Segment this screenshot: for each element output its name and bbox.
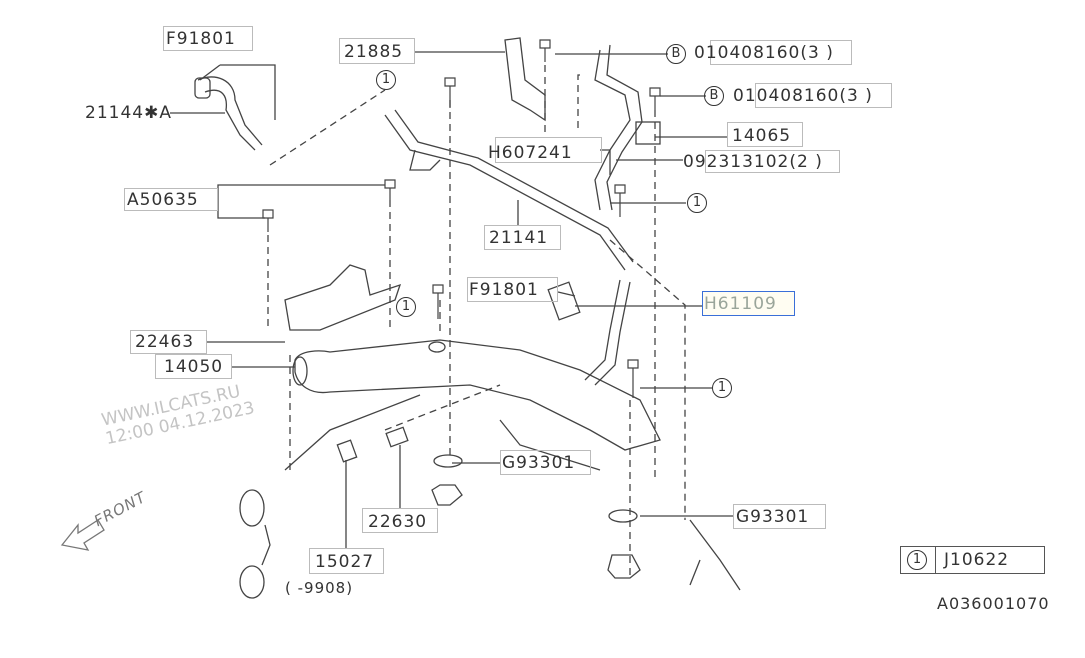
label-box <box>362 508 438 533</box>
callout-1-icon: 1 <box>687 193 707 213</box>
part-15027[interactable]: 15027 <box>315 552 375 572</box>
label-box <box>130 330 207 354</box>
label-box <box>710 40 852 65</box>
label-box <box>484 225 561 250</box>
part-f91801-mid[interactable]: F91801 <box>469 280 539 300</box>
callout-1-icon: 1 <box>376 70 396 90</box>
highlighted-label-box <box>702 291 795 316</box>
callout-1-icon: 1 <box>712 378 732 398</box>
bolt-b-icon: B <box>704 86 724 106</box>
label-box <box>755 83 892 108</box>
bolt-b-icon: B <box>666 44 686 64</box>
callout-1-icon: 1 <box>396 297 416 317</box>
label-box <box>155 354 232 379</box>
label-box <box>309 548 384 574</box>
legend-callout-icon: 1 <box>907 550 927 570</box>
part-21144a[interactable]: 21144✱A <box>85 103 172 123</box>
part-22630[interactable]: 22630 <box>368 512 428 532</box>
label-box <box>705 150 840 173</box>
part-21141[interactable]: 21141 <box>489 228 549 248</box>
part-g93301-b[interactable]: G93301 <box>736 507 810 527</box>
legend-code: J10622 <box>944 550 1010 570</box>
label-box <box>495 137 602 163</box>
part-h607241[interactable]: H607241 <box>488 143 573 163</box>
part-22463[interactable]: 22463 <box>135 332 195 352</box>
label-box <box>733 504 826 529</box>
part-092313102[interactable]: 092313102(2 ) <box>683 152 823 172</box>
legend-divider <box>935 546 1045 574</box>
part-g93301-a[interactable]: G93301 <box>502 453 576 473</box>
part-010408160-b[interactable]: 010408160(3 ) <box>733 86 873 106</box>
part-010408160-a[interactable]: 010408160(3 ) <box>694 43 834 63</box>
label-box <box>727 122 803 147</box>
part-21885[interactable]: 21885 <box>344 42 404 62</box>
part-a50635[interactable]: A50635 <box>127 190 199 210</box>
label-box <box>467 277 558 302</box>
part-14050[interactable]: 14050 <box>164 357 224 377</box>
label-box <box>124 188 218 211</box>
diagram-id: A036001070 <box>937 594 1050 613</box>
label-box <box>500 450 591 475</box>
part-h61109[interactable]: H61109 <box>704 294 777 314</box>
label-box <box>163 26 253 51</box>
label-box <box>339 38 415 64</box>
part-14065[interactable]: 14065 <box>732 126 792 146</box>
part-f91801-top[interactable]: F91801 <box>166 29 236 49</box>
applicability-range: ( -9908) <box>285 579 354 597</box>
